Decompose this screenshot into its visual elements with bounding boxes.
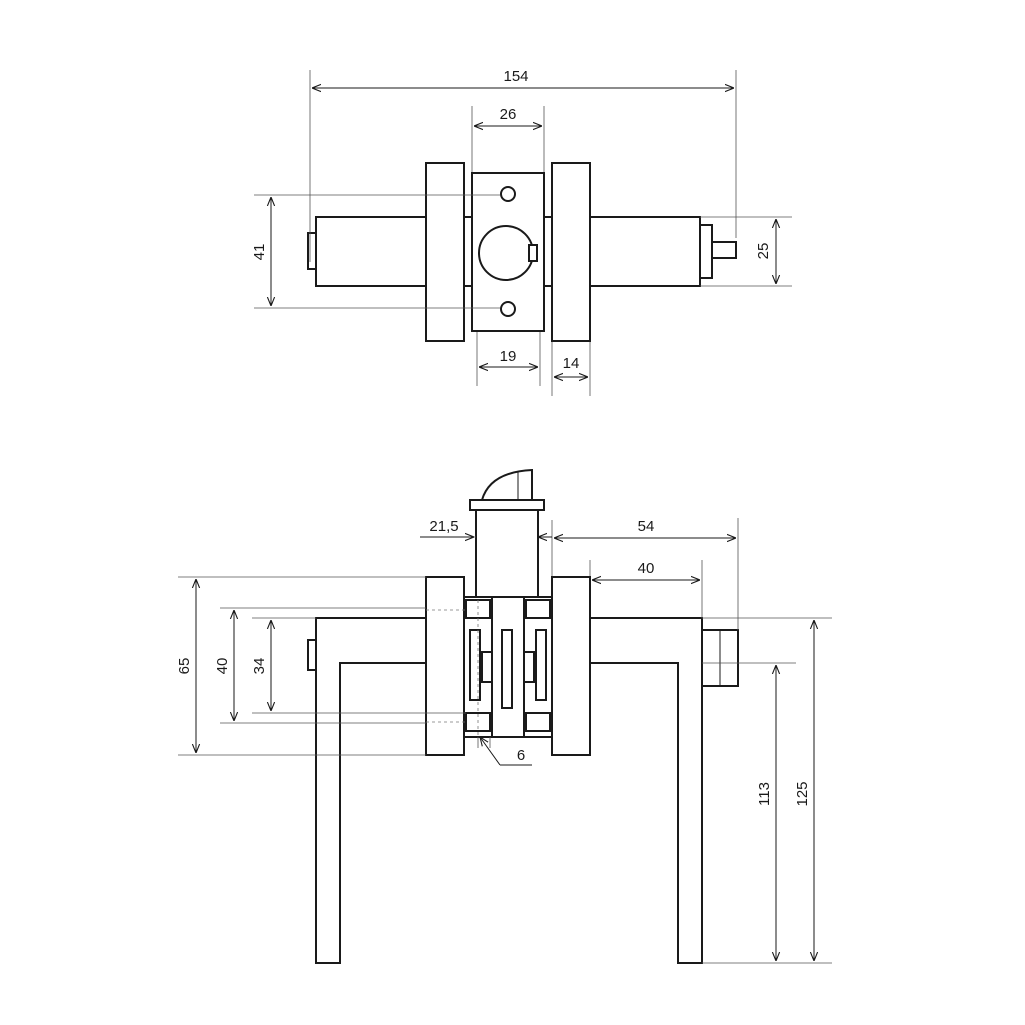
right-rose [551, 162, 591, 342]
left-end-cap [307, 232, 317, 270]
mechanism-slot [501, 629, 513, 709]
dim-125: 125 [794, 781, 811, 806]
dim-25: 25 [755, 243, 772, 260]
side-left-rose [425, 576, 465, 756]
dim-154: 154 [503, 68, 528, 85]
mechanism-top-block-right [525, 599, 551, 619]
dim-21-5: 21,5 [429, 518, 458, 535]
right-spindle-stub [699, 224, 713, 279]
dim-113: 113 [756, 782, 773, 806]
screw-hole-bottom-icon [500, 301, 516, 317]
screw-hole-top-icon [500, 186, 516, 202]
left-lever-cap [307, 639, 317, 671]
dim-19: 19 [500, 348, 517, 365]
cylinder-hole-icon [478, 225, 534, 281]
left-lever-handle [315, 617, 427, 964]
right-lever-handle [589, 617, 703, 964]
side-right-rose [551, 576, 591, 756]
thumbturn-knob-icon [480, 468, 533, 501]
right-lever-body [589, 216, 701, 287]
dim-6: 6 [517, 747, 525, 764]
right-spindle-tip [711, 241, 737, 259]
mechanism-side-right [535, 629, 547, 701]
left-rose [425, 162, 465, 342]
mechanism-pin-right [523, 651, 535, 683]
dim-40-left: 40 [214, 658, 231, 675]
side-view: 21,5 54 40 65 40 34 6 113 125 [176, 468, 832, 964]
thumbturn-cap [469, 499, 545, 511]
cylinder-cam [528, 244, 538, 262]
mechanism-pin-left [481, 651, 493, 683]
mechanism-side-left [469, 629, 481, 701]
dim-65: 65 [176, 658, 193, 675]
dim-34: 34 [251, 658, 268, 675]
dim-54: 54 [638, 518, 655, 535]
left-lever-body [315, 216, 427, 287]
left-connector [463, 216, 473, 287]
dim-26: 26 [500, 106, 517, 123]
right-connector [543, 216, 553, 287]
mechanism-bottom-block-right [525, 712, 551, 732]
dim-40-right: 40 [638, 560, 655, 577]
top-view: 154 26 41 25 19 14 [251, 68, 792, 396]
thumbturn-housing [475, 503, 539, 598]
dim-41: 41 [251, 244, 268, 261]
dim-14: 14 [563, 355, 580, 372]
